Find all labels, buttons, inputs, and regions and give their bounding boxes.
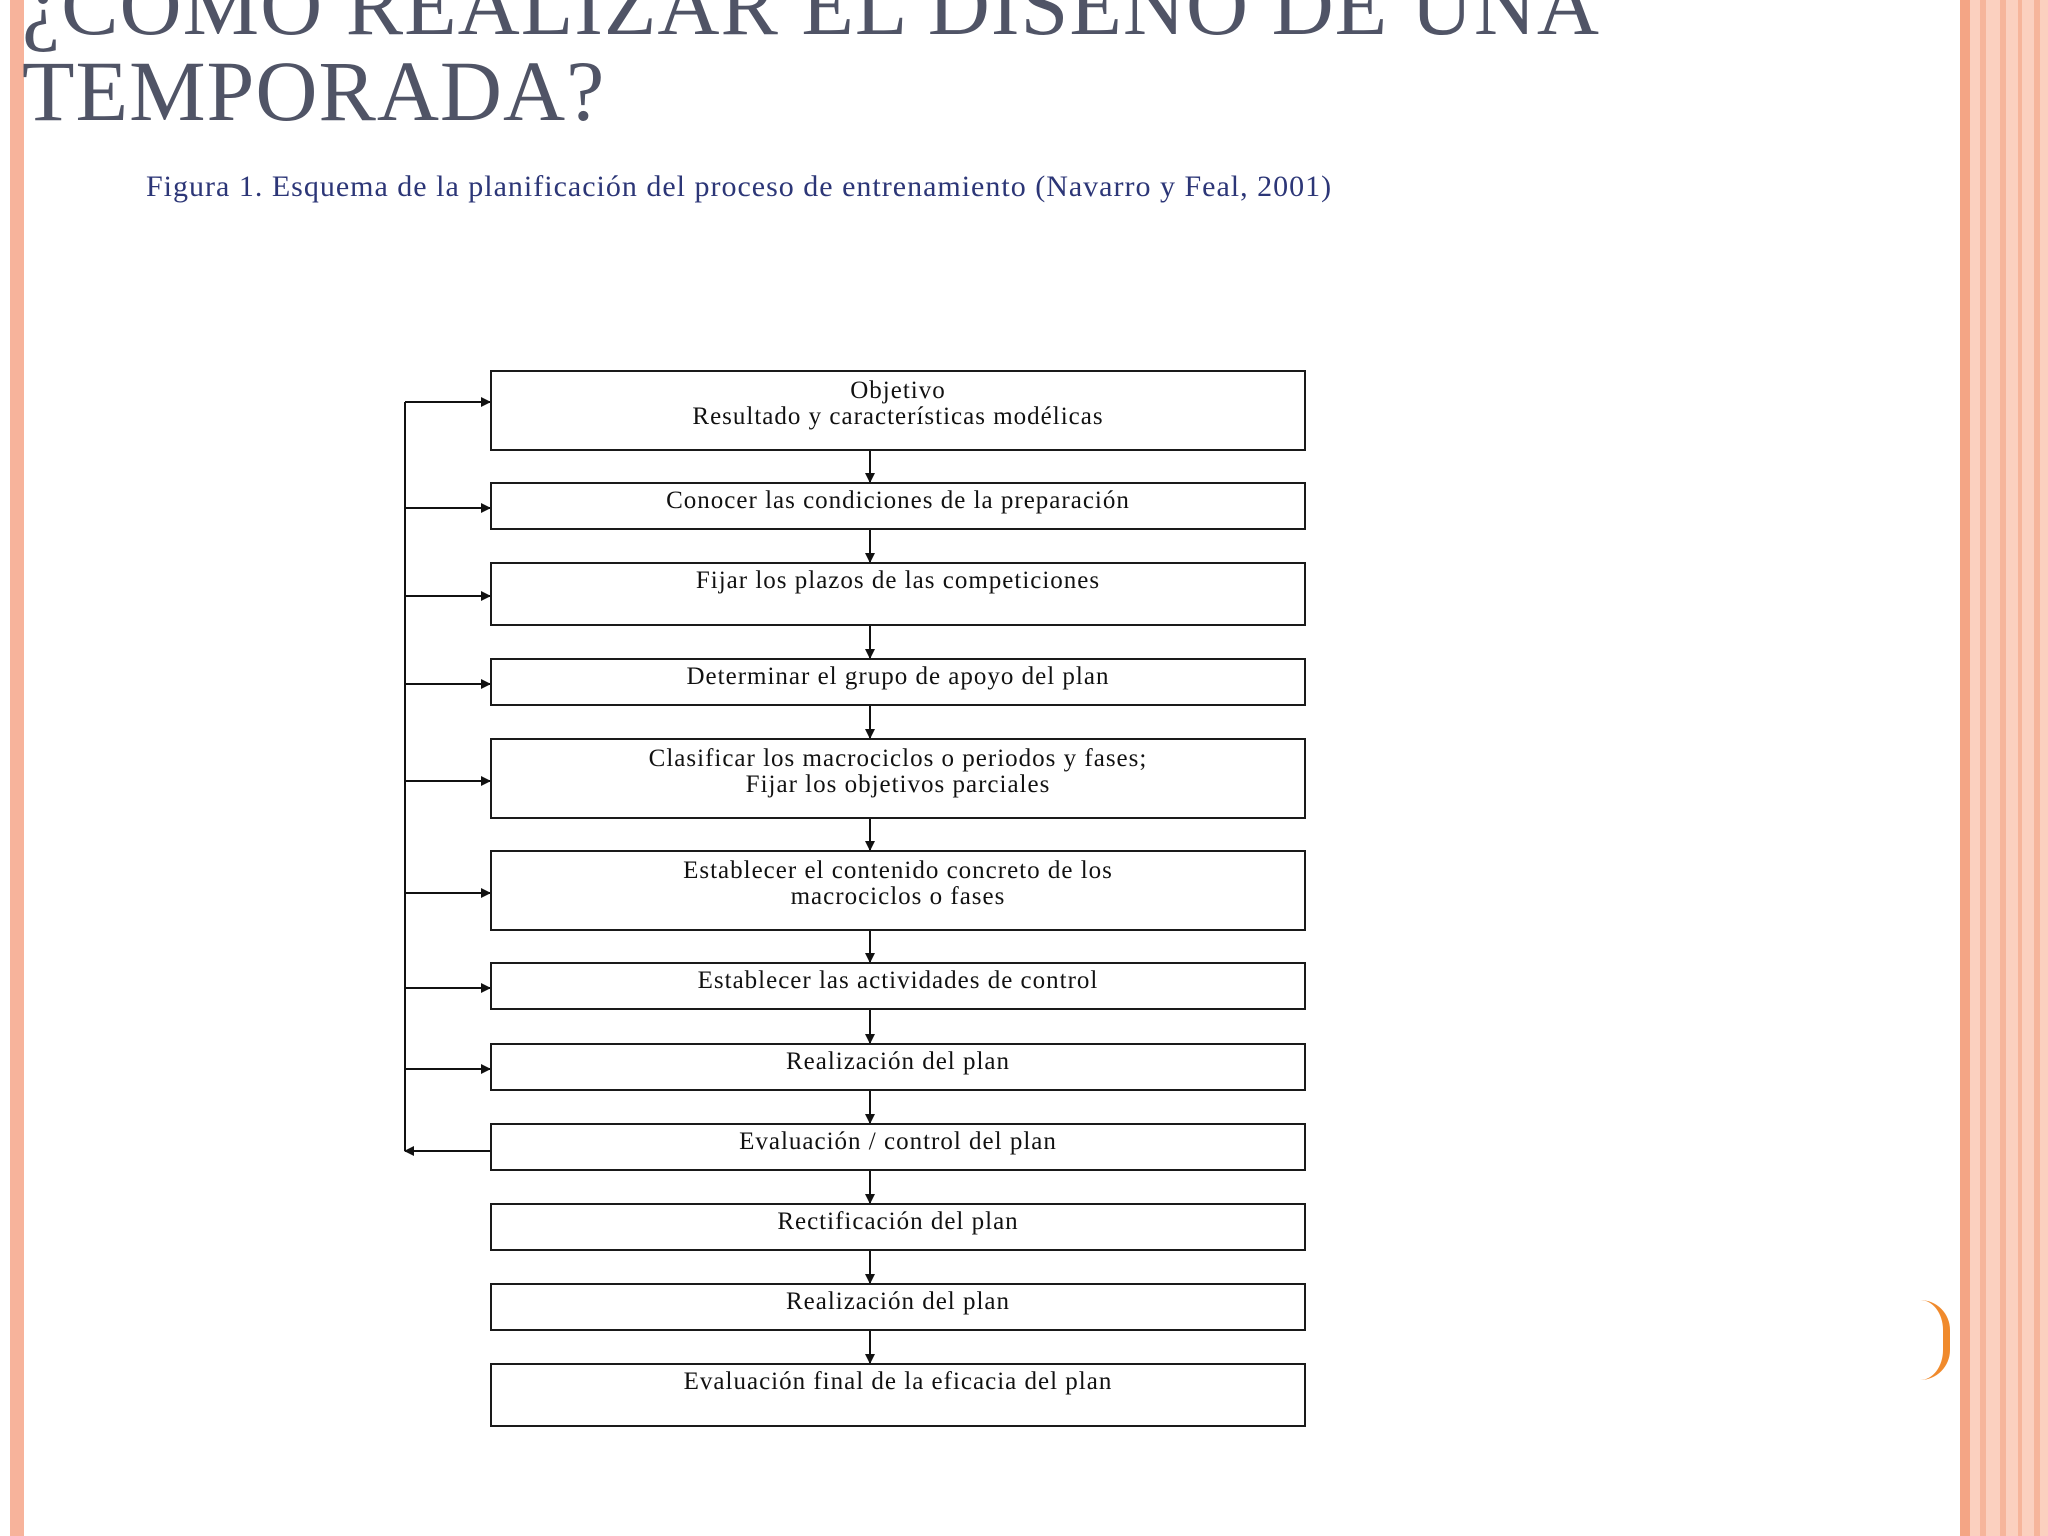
slide-title-line-1: ¿CÓMO REALIZAR EL DISEÑO DE UNA — [22, 0, 1601, 53]
slide-title-line-2: TEMPORADA? — [22, 43, 606, 139]
flow-step-box: Determinar el grupo de apoyo del plan — [490, 658, 1306, 706]
flow-step-text: Evaluación / control del plan — [739, 1128, 1057, 1155]
right-accent-stripe — [2000, 0, 2006, 1536]
flow-step-box: Evaluación / control del plan — [490, 1123, 1306, 1171]
right-accent-stripe — [2018, 0, 2022, 1536]
flow-step-box: Fijar los plazos de las competiciones — [490, 562, 1306, 626]
flow-step-text: Realización del plan — [785, 1288, 1011, 1315]
flow-step-box: Realización del plan — [490, 1283, 1306, 1331]
flow-step-text: Clasificar los macrociclos o periodos y … — [648, 745, 1148, 772]
flow-step-text: Conocer las condiciones de la preparació… — [666, 487, 1130, 514]
slide-title: ¿CÓMO REALIZAR EL DISEÑO DE UNA TEMPORAD… — [22, 0, 1822, 134]
flow-step-box: Evaluación final de la eficacia del plan — [490, 1363, 1306, 1427]
flow-step-box: Rectificación del plan — [490, 1203, 1306, 1251]
flow-step-text: Establecer las actividades de control — [697, 967, 1099, 994]
flow-step-text: Objetivo — [850, 377, 946, 404]
flow-step-text: Realización del plan — [785, 1048, 1011, 1075]
flow-step-box: Establecer las actividades de control — [490, 962, 1306, 1010]
flow-step-text: Rectificación del plan — [777, 1208, 1019, 1235]
figure-caption: Figura 1. Esquema de la planificación de… — [146, 170, 1333, 203]
flow-step-box: Conocer las condiciones de la preparació… — [490, 482, 1306, 530]
flow-step-text: macrociclos o fases — [790, 883, 1006, 910]
right-accent-stripe — [1960, 0, 1970, 1536]
flow-step-text: Evaluación final de la eficacia del plan — [683, 1368, 1113, 1395]
flow-step-text: Resultado y características modélicas — [692, 403, 1104, 430]
flow-step-text: Establecer el contenido concreto de los — [683, 857, 1113, 884]
flow-step-text: Fijar los plazos de las competiciones — [695, 567, 1101, 594]
left-accent-bar — [10, 0, 24, 1536]
flow-step-box: Realización del plan — [490, 1043, 1306, 1091]
flow-step-box: Clasificar los macrociclos o periodos y … — [490, 738, 1306, 819]
flow-step-text: Determinar el grupo de apoyo del plan — [686, 663, 1110, 690]
orange-arc-decoration — [1920, 1300, 1950, 1380]
right-accent-stripe — [1980, 0, 1986, 1536]
right-accent-stripe — [2034, 0, 2040, 1536]
flow-step-text: Fijar los objetivos parciales — [745, 771, 1051, 798]
